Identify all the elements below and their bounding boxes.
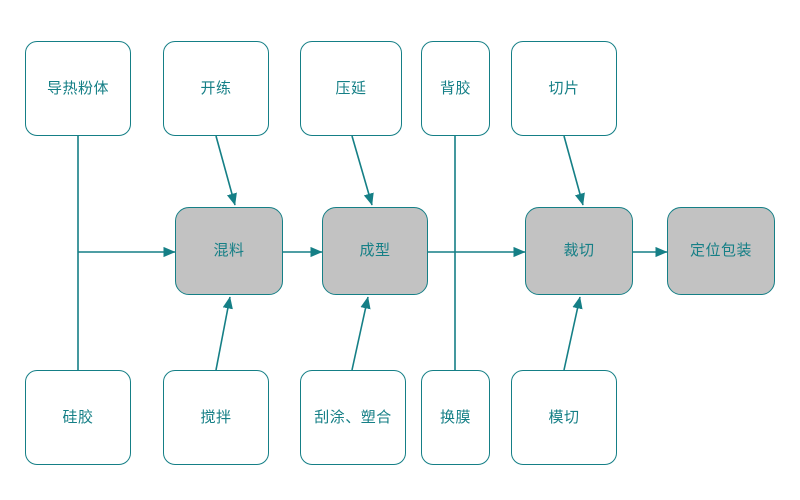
node-label-mix: 混料 xyxy=(213,242,245,259)
node-label-die: 模切 xyxy=(548,408,580,426)
node-silicone[interactable]: 硅胶 xyxy=(25,370,131,465)
node-pack[interactable]: 定位包装 xyxy=(667,207,775,295)
node-label-slice: 切片 xyxy=(548,79,580,97)
node-die[interactable]: 模切 xyxy=(511,370,617,465)
node-powder[interactable]: 导热粉体 xyxy=(25,41,131,136)
node-coat[interactable]: 刮涂、塑合 xyxy=(300,370,406,465)
node-adhesive[interactable]: 背胶 xyxy=(421,41,490,136)
node-label-form: 成型 xyxy=(359,242,391,259)
node-label-powder: 导热粉体 xyxy=(46,79,109,97)
node-film[interactable]: 换膜 xyxy=(421,370,490,465)
node-calender[interactable]: 压延 xyxy=(300,41,402,136)
edge-calender-to-form xyxy=(351,135,374,206)
node-label-calender: 压延 xyxy=(335,79,367,97)
node-cut[interactable]: 裁切 xyxy=(525,207,633,295)
node-label-coat: 刮涂、塑合 xyxy=(314,408,392,426)
node-label-mill: 开练 xyxy=(200,79,232,97)
node-label-silicone: 硅胶 xyxy=(62,408,94,426)
node-stir[interactable]: 搅拌 xyxy=(163,370,269,465)
edge-slice-to-cut xyxy=(563,135,585,206)
node-mix[interactable]: 混料 xyxy=(175,207,283,295)
edge-mill-to-mix xyxy=(215,135,237,206)
node-label-pack: 定位包装 xyxy=(689,242,752,259)
node-label-stir: 搅拌 xyxy=(200,408,232,426)
node-label-film: 换膜 xyxy=(439,408,471,426)
edge-die-to-cut xyxy=(563,296,583,371)
edge-stir-to-mix xyxy=(215,296,233,371)
node-label-cut: 裁切 xyxy=(563,242,595,259)
node-label-adhesive: 背胶 xyxy=(439,79,471,97)
node-mill[interactable]: 开练 xyxy=(163,41,269,136)
node-form[interactable]: 成型 xyxy=(322,207,428,295)
node-slice[interactable]: 切片 xyxy=(511,41,617,136)
edge-coat-to-form xyxy=(351,296,371,371)
